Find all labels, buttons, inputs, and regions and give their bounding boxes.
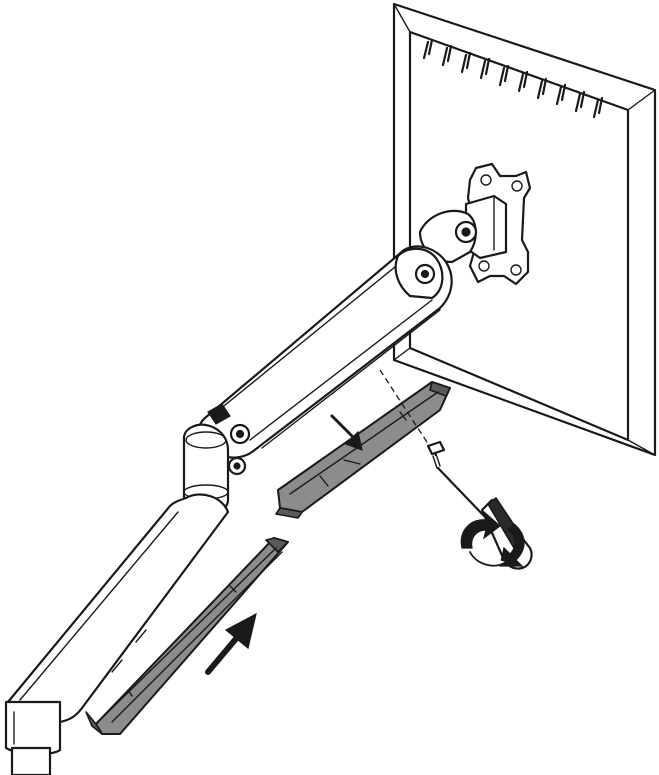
lower-cable-cover bbox=[85, 537, 289, 735]
tilt-head bbox=[418, 209, 478, 264]
lower-arm bbox=[4, 493, 230, 775]
screw-axis bbox=[379, 369, 437, 457]
monitor-back bbox=[392, 2, 657, 457]
vent-slots bbox=[422, 38, 604, 119]
upper-cable-cover bbox=[275, 381, 451, 519]
screw bbox=[426, 440, 446, 469]
press-arrow bbox=[330, 414, 363, 451]
vesa-mount-plate bbox=[464, 162, 532, 286]
rotation-icon bbox=[460, 510, 525, 567]
insert-arrow bbox=[205, 612, 257, 675]
upper-arm bbox=[197, 245, 453, 476]
